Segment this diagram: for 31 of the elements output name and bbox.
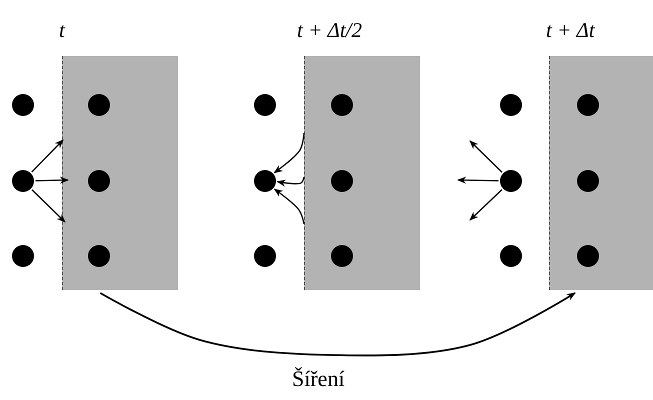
particle-dot	[12, 170, 34, 192]
particle-dot	[331, 170, 353, 192]
time-label: t + Δt/2	[297, 20, 362, 41]
particle-dot	[88, 170, 110, 192]
particle-dot	[500, 170, 522, 192]
arrow	[35, 176, 69, 184]
particle-dot	[88, 245, 110, 267]
arrow	[469, 140, 502, 173]
arrow	[100, 292, 576, 356]
particle-dot	[577, 170, 599, 192]
arrow	[457, 176, 499, 184]
particle-dot	[254, 94, 276, 116]
particle-dot	[500, 94, 522, 116]
particle-dot	[577, 245, 599, 267]
particle-dot	[254, 245, 276, 267]
arrow	[469, 189, 502, 221]
particle-dot	[88, 94, 110, 116]
arrow	[31, 189, 66, 223]
particle-dot	[577, 94, 599, 116]
particle-dot	[12, 94, 34, 116]
particle-dot	[331, 245, 353, 267]
particle-dot	[254, 170, 276, 192]
particle-dot	[500, 245, 522, 267]
arrow	[276, 176, 305, 187]
arrow	[274, 132, 305, 174]
particle-dot	[331, 94, 353, 116]
time-label: t + Δt	[546, 20, 595, 41]
particle-dot	[12, 245, 34, 267]
arrow	[274, 188, 305, 224]
time-label: t	[59, 20, 65, 41]
arrow	[31, 139, 64, 172]
